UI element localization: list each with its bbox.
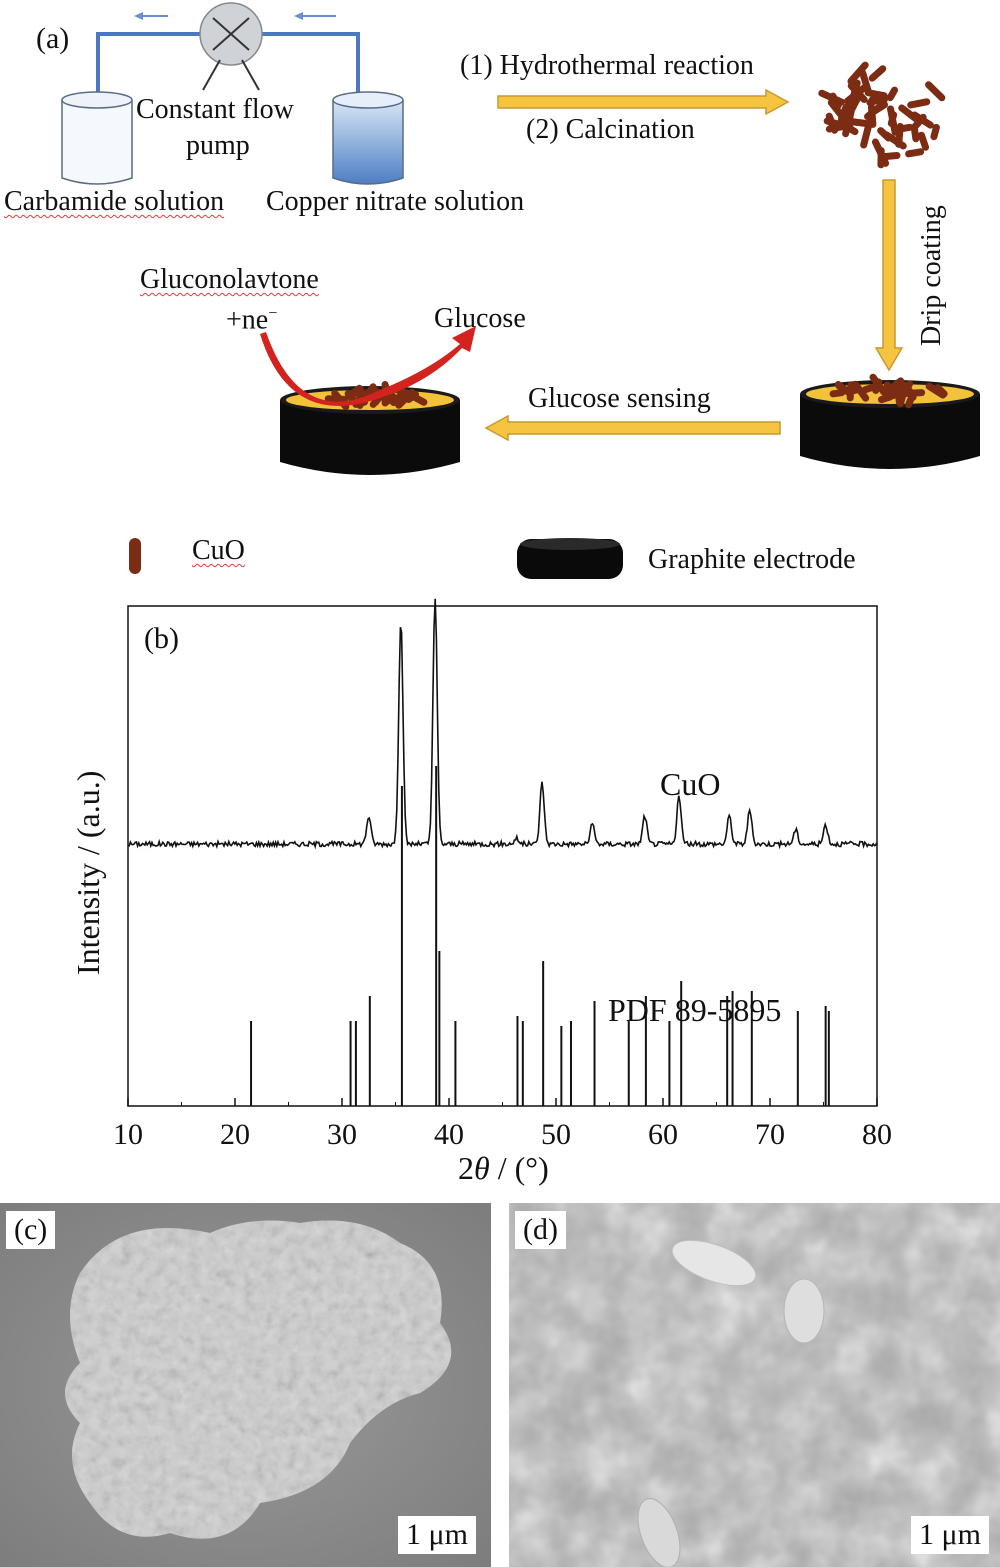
cuo-rod bbox=[930, 123, 940, 141]
cuo-rod bbox=[825, 112, 839, 134]
cuo-rod bbox=[847, 61, 869, 85]
gluconolactone-text: Gluconolavtone bbox=[140, 264, 319, 295]
step2-label: (2) Calcination bbox=[526, 114, 695, 145]
cuo-rod bbox=[383, 392, 397, 405]
x-tick-label: 70 bbox=[755, 1118, 785, 1151]
cuo-rod bbox=[898, 104, 921, 124]
legend-graphite-icon bbox=[517, 538, 623, 579]
x-tick-label: 80 bbox=[862, 1118, 892, 1151]
reference-label: PDF 89-5895 bbox=[608, 992, 782, 1028]
cuo-rod bbox=[877, 147, 885, 169]
x-tick-label: 50 bbox=[541, 1118, 571, 1151]
down-arrow bbox=[874, 179, 904, 372]
legend-cuo-label: CuO bbox=[192, 537, 245, 565]
plot-frame bbox=[127, 605, 878, 1107]
x-axis-label-suffix: / (°) bbox=[489, 1150, 549, 1186]
step1-label: (1) Hydrothermal reaction bbox=[460, 50, 754, 81]
pipe-right bbox=[262, 32, 360, 100]
sem-image-d: (d) 1 μm bbox=[509, 1203, 1000, 1567]
cuo-rod bbox=[917, 131, 930, 151]
cuo-rod bbox=[869, 373, 888, 396]
electrode-left bbox=[260, 326, 476, 475]
reference-lines-group bbox=[250, 766, 830, 1106]
cuo-rod bbox=[868, 65, 887, 82]
xrd-pattern-group bbox=[127, 598, 878, 850]
legend-graphite-label: Graphite electrode bbox=[648, 544, 856, 575]
drip-coating-label: Drip coating bbox=[916, 205, 947, 346]
cuo-rod bbox=[356, 385, 364, 409]
cuo-rod bbox=[860, 119, 873, 149]
legend-cuo-text: CuO bbox=[192, 535, 245, 566]
cuo-rod bbox=[390, 392, 404, 407]
cuo-nanorod-cluster bbox=[818, 61, 946, 169]
x-tick-label: 30 bbox=[327, 1118, 357, 1151]
x-tick-label: 20 bbox=[220, 1118, 250, 1151]
pump-apparatus bbox=[61, 2, 404, 185]
xrd-chart: 10 20 30 40 50 60 70 80 bbox=[113, 598, 892, 1151]
x-ticks-group: 10 20 30 40 50 60 70 80 bbox=[113, 1098, 892, 1151]
x-axis-label: 2θ / (°) bbox=[458, 1152, 549, 1184]
ne-text: +ne bbox=[226, 304, 269, 336]
carbamide-text: Carbamide solution bbox=[4, 186, 225, 217]
x-axis-label-theta: θ bbox=[474, 1150, 490, 1186]
x-tick-label: 40 bbox=[434, 1118, 464, 1151]
x-tick-label: 10 bbox=[113, 1118, 143, 1151]
cuo-rod bbox=[887, 111, 898, 127]
cuo-series-label: CuO bbox=[660, 766, 721, 802]
electrode-right bbox=[800, 373, 980, 469]
cuo-rod bbox=[910, 113, 927, 131]
pipe-left bbox=[96, 32, 200, 100]
cuo-rod bbox=[925, 382, 947, 399]
copper-nitrate-label: Copper nitrate solution bbox=[266, 186, 525, 217]
cuo-rod bbox=[866, 96, 884, 107]
glucose-sensing-label: Glucose sensing bbox=[528, 383, 711, 414]
ne-label: +ne− bbox=[226, 306, 277, 334]
cuo-rod bbox=[895, 122, 904, 148]
panel-c-letter: (c) bbox=[6, 1211, 56, 1249]
cuo-rod bbox=[852, 380, 870, 402]
y-axis-label: Intensity / (a.u.) bbox=[70, 770, 106, 975]
panel-d-scale-bar: 1 μm bbox=[911, 1516, 989, 1554]
cuo-rod bbox=[867, 103, 877, 128]
xrd-pattern-line bbox=[127, 598, 878, 850]
cuo-rod bbox=[905, 148, 925, 158]
cuo-rod bbox=[925, 81, 946, 102]
cuo-rod bbox=[846, 381, 855, 402]
legend-cuo-rod-icon bbox=[129, 538, 141, 574]
pump-label-line2: pump bbox=[186, 130, 250, 161]
cuo-rod bbox=[886, 86, 899, 102]
cuo-rod bbox=[882, 377, 905, 396]
cuo-rod bbox=[901, 380, 914, 396]
red-reaction-curve bbox=[260, 326, 476, 406]
carbamide-label: Carbamide solution bbox=[4, 188, 224, 216]
panel-a-letter: (a) bbox=[36, 22, 70, 55]
right-arrow bbox=[497, 88, 790, 116]
panel-c-scale-bar: 1 μm bbox=[398, 1516, 476, 1554]
x-axis-label-prefix: 2 bbox=[458, 1150, 474, 1186]
cuo-rod bbox=[818, 89, 845, 106]
sem-d-particle-texture bbox=[509, 1203, 1000, 1567]
cuo-rod bbox=[842, 91, 858, 120]
panel-b-letter: (b) bbox=[144, 622, 179, 655]
sem-c-particle-cluster bbox=[0, 1203, 491, 1567]
cuo-rod bbox=[827, 99, 849, 125]
cuo-rod bbox=[907, 98, 931, 109]
electrode-body bbox=[280, 400, 460, 475]
cuo-rod bbox=[404, 390, 428, 406]
sem-image-c: (c) 1 μm bbox=[0, 1203, 491, 1567]
electrode-body bbox=[800, 394, 980, 469]
glucose-label: Glucose bbox=[434, 303, 526, 334]
gluconolactone-label: Gluconolavtone bbox=[140, 266, 319, 294]
panel-d-letter: (d) bbox=[515, 1211, 566, 1249]
ne-superscript: − bbox=[268, 305, 278, 322]
left-arrow bbox=[484, 414, 781, 442]
pump-label-line1: Constant flow bbox=[136, 94, 294, 125]
cuo-rod bbox=[905, 389, 918, 409]
x-tick-label: 60 bbox=[648, 1118, 678, 1151]
cuo-rod bbox=[859, 69, 872, 95]
